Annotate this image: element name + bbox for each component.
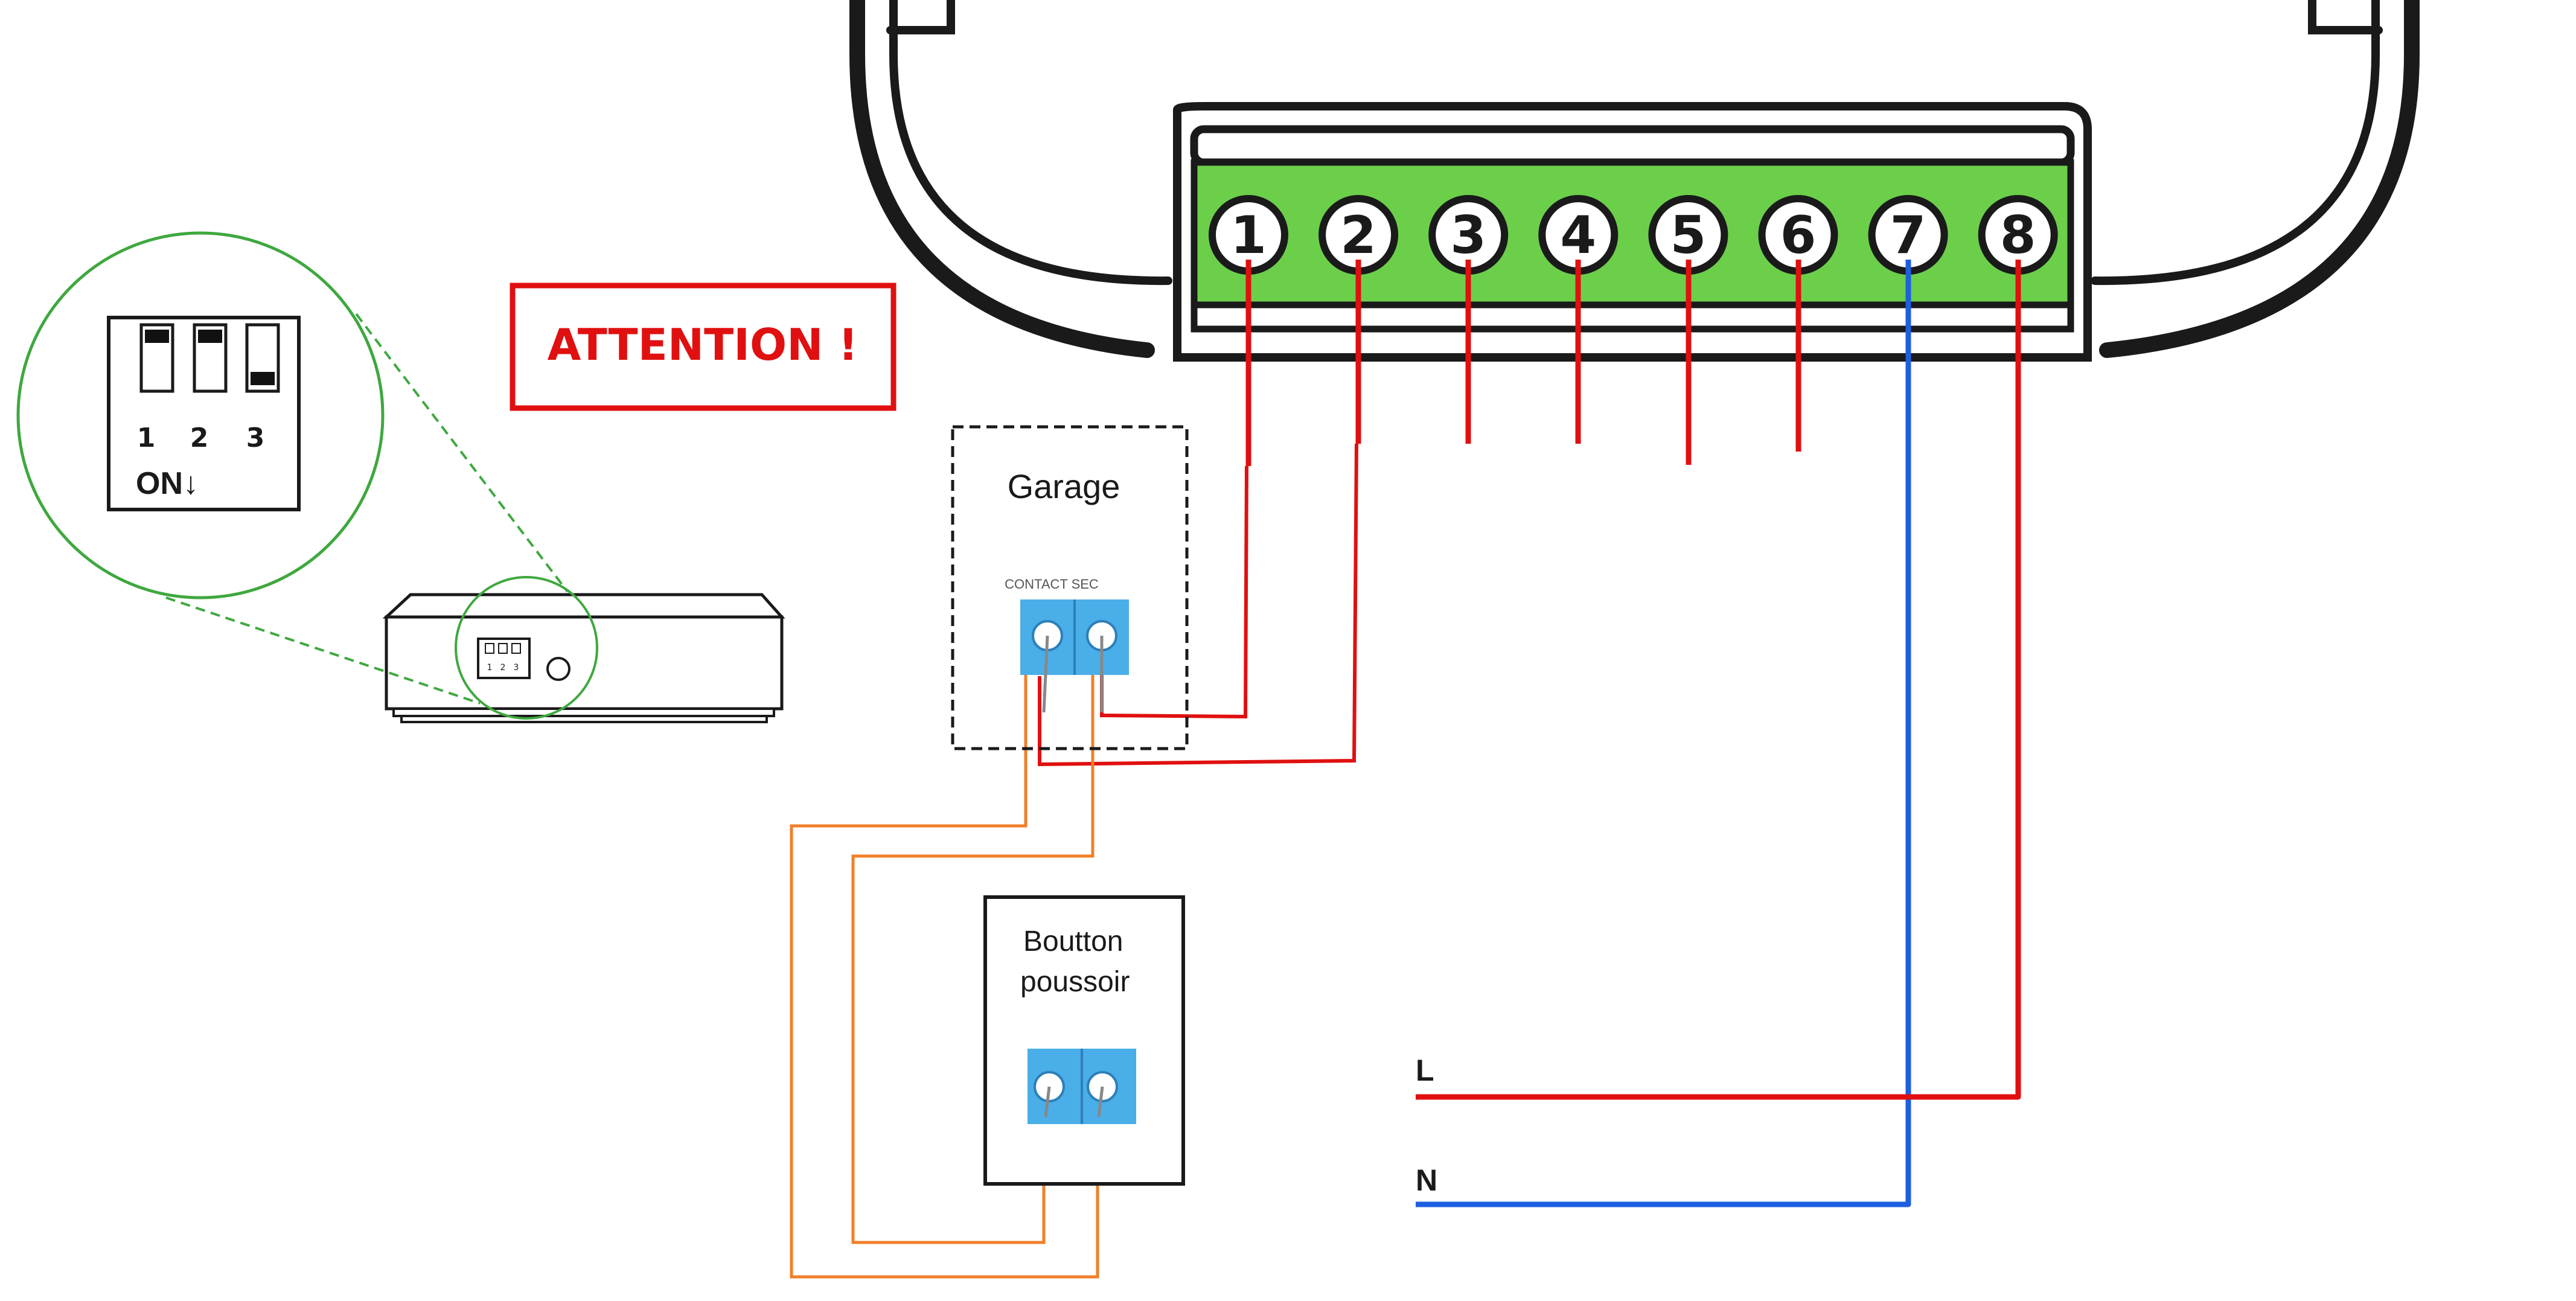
dip-switch-knob-1 [145,330,169,343]
hub-button [546,657,570,681]
zoom-guides [165,313,569,705]
wire-orange-inner [851,670,1095,1244]
push-button-line1: Boutton [1023,925,1123,957]
terminal-label-7: 7 [1890,205,1926,266]
terminal-label-6: 6 [1780,205,1817,266]
garage-title: Garage [1008,467,1120,505]
dip-number-1: 1 [137,423,156,453]
wire-terminal-7 [1416,260,1911,1207]
hub-zoom-circle [455,576,598,720]
wire-terminal-8 [1416,260,2021,1100]
label-N: N [1416,1163,1437,1197]
dip-switch-knob-2 [198,330,222,343]
garage-box: Garage CONTACT SEC [951,425,1189,750]
dip-number-3: 3 [246,423,265,453]
wire-orange-outer [790,670,1099,1279]
push-button-box: Boutton poussoir [983,895,1185,1186]
svg-text:2: 2 [500,663,506,673]
attention-text: ATTENTION ! [548,319,858,370]
terminal-label-4: 4 [1560,205,1596,266]
push-button-line2: poussoir [1020,966,1130,998]
svg-text:3: 3 [514,663,519,673]
wire-garage-to-2 [1038,443,1358,767]
terminal-wires [1245,260,2021,1207]
hub-device: 1 2 3 [382,576,785,723]
terminal-block [1190,125,2075,333]
push-button-wires [790,670,1099,1279]
label-L: L [1416,1053,1434,1087]
terminal-label-8: 8 [2000,205,2036,266]
terminal-label-5: 5 [1670,205,1706,266]
dip-on-label: ON↓ [136,466,199,501]
dip-number-2: 2 [190,423,209,453]
terminal-label-2: 2 [1340,205,1376,266]
terminal-label-1: 1 [1230,205,1267,266]
svg-text:1: 1 [487,663,493,673]
terminal-label-3: 3 [1450,205,1486,266]
contact-sec-label: CONTACT SEC [1005,577,1099,592]
dip-switch-knob-3 [251,372,275,385]
wire-garage-to-1 [1100,465,1248,719]
dip-switch-zoom: 1 2 3 ON↓ [16,231,385,599]
attention-box: ATTENTION ! [510,283,896,411]
terminal-group: 1 2 3 4 5 6 7 8 [1209,195,2058,275]
